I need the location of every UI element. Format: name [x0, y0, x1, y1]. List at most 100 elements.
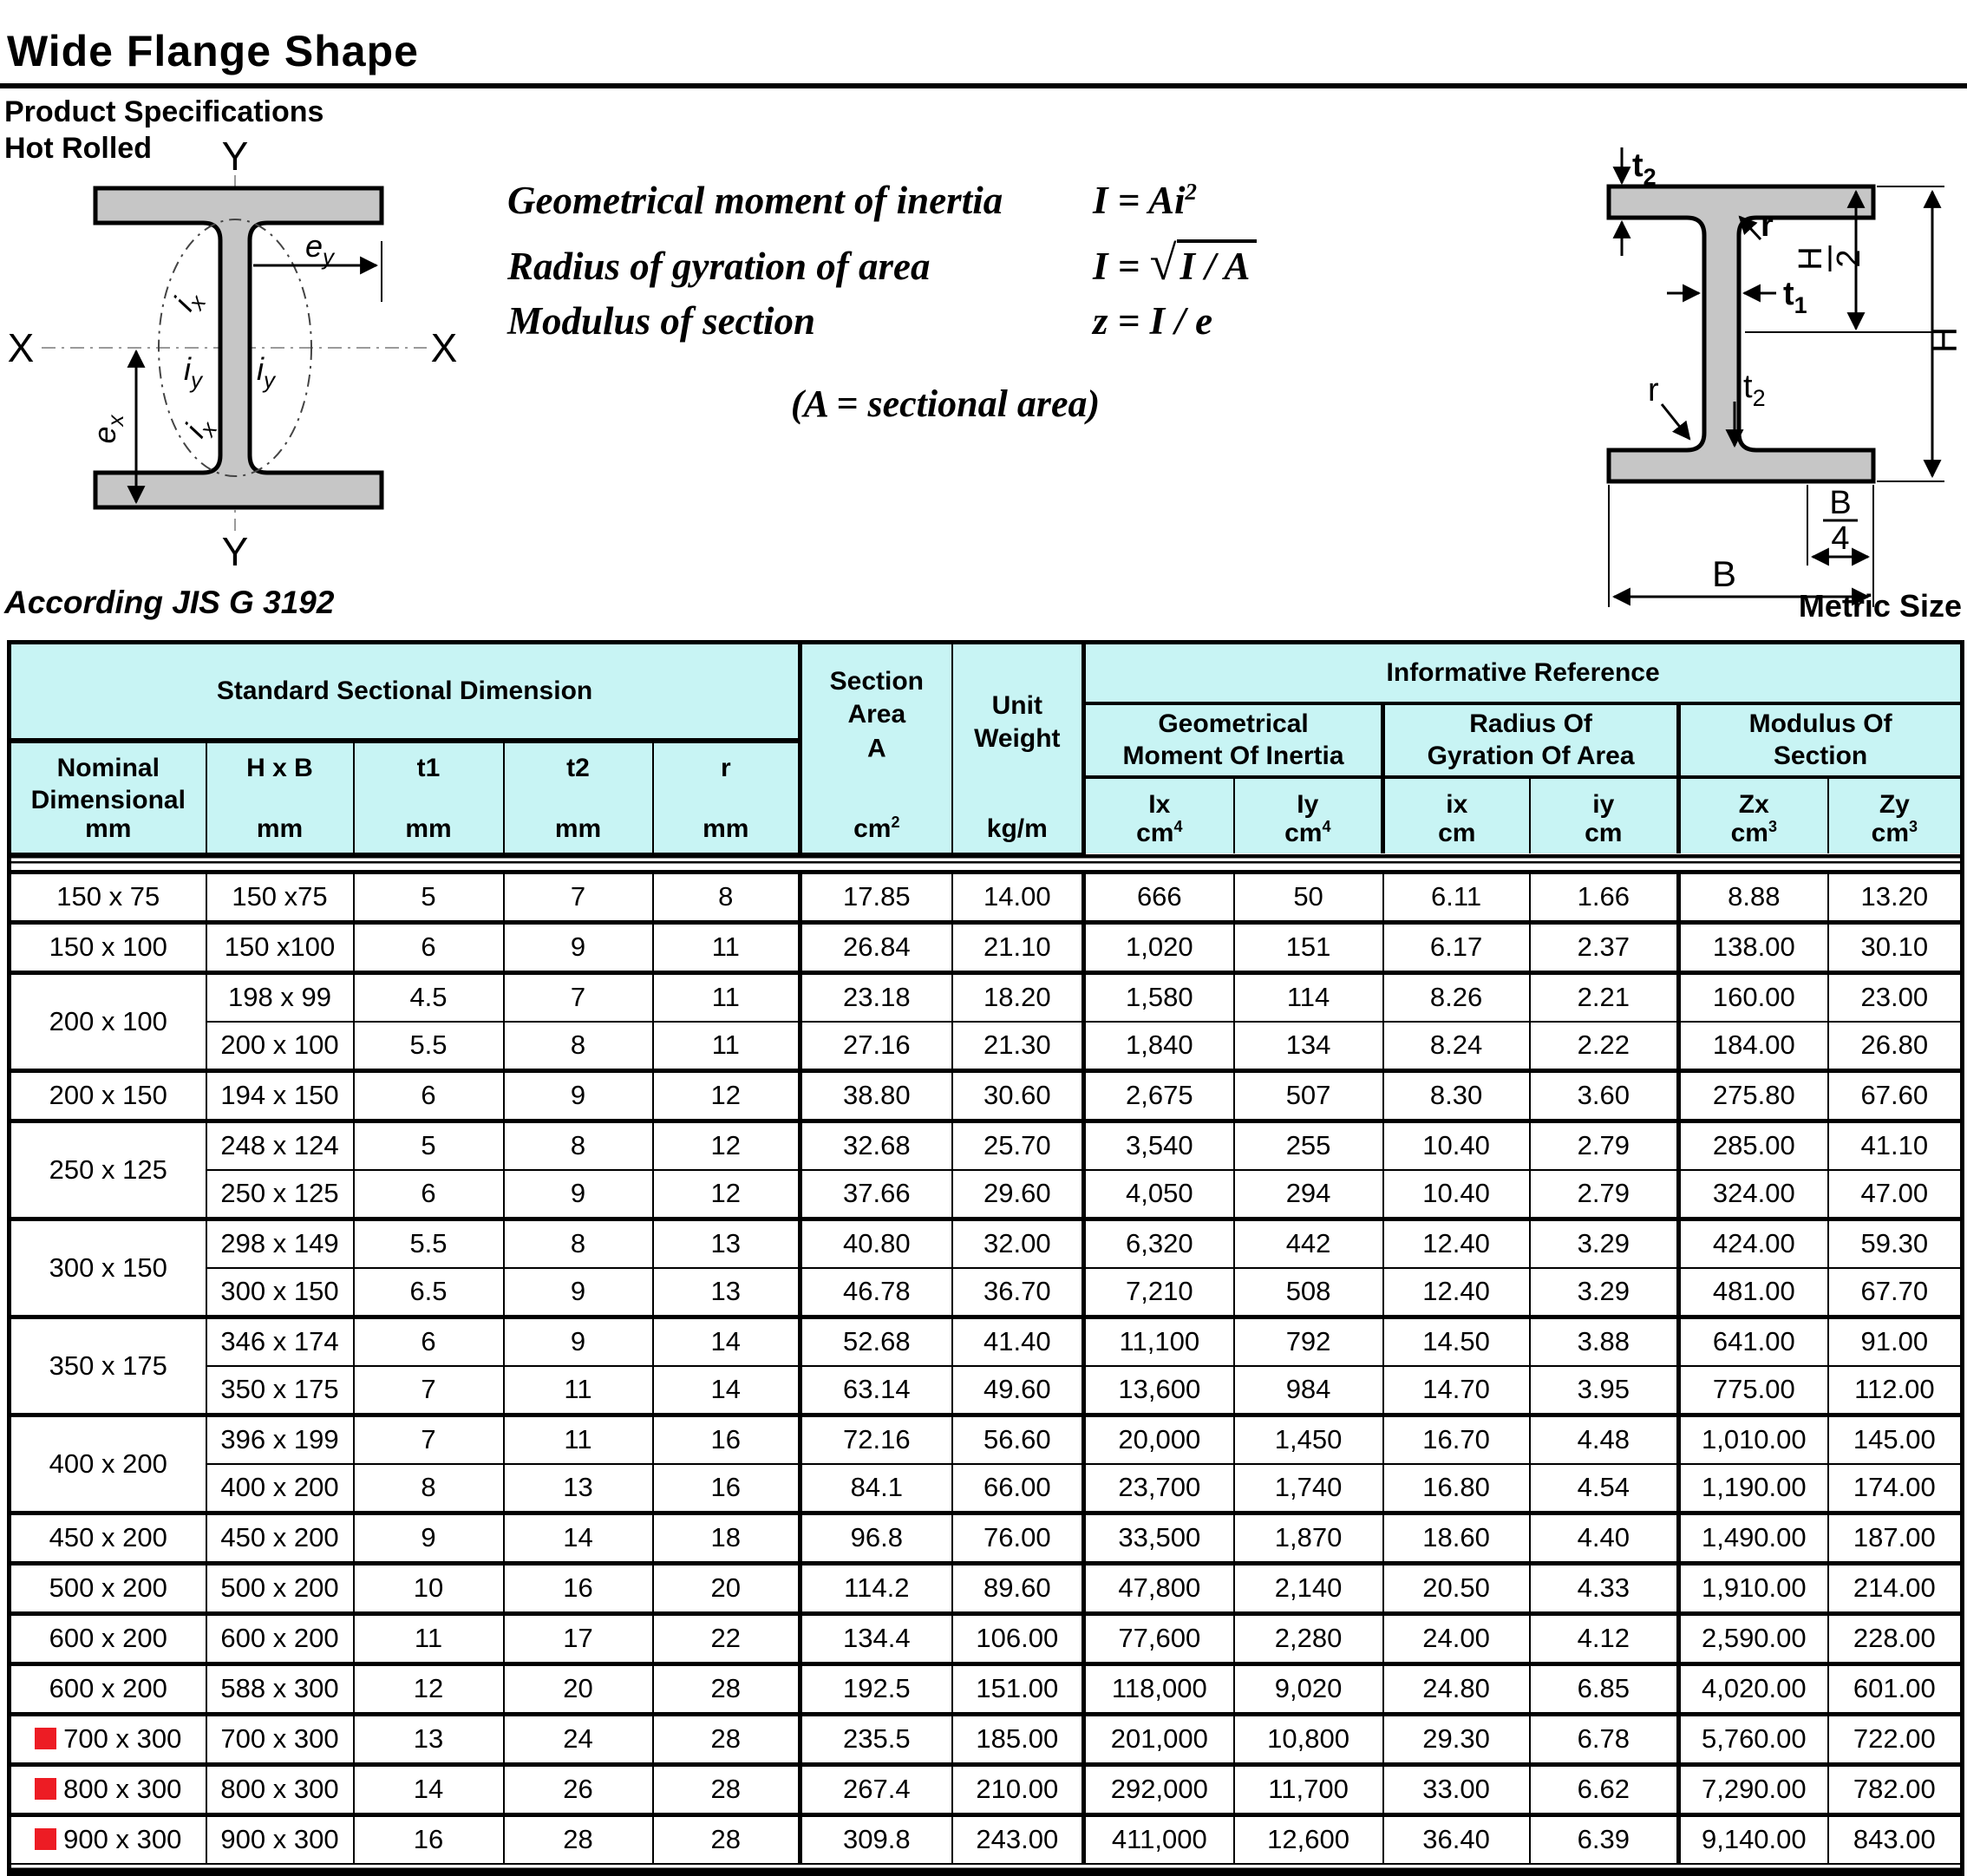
header-hxb: H x B mm	[205, 739, 355, 854]
cell-Zy: 41.10	[1826, 1118, 1964, 1171]
cell-a: 63.14	[798, 1364, 953, 1415]
cell-t1: 14	[352, 1762, 505, 1815]
cell-hxb: 500 x 200	[205, 1560, 355, 1614]
cell-Zy: 30.10	[1826, 919, 1964, 973]
cell-t2: 13	[502, 1462, 654, 1513]
cell-t2: 11	[502, 1364, 654, 1415]
iy-label-right: iy	[257, 351, 277, 393]
cell-a: 114.2	[798, 1560, 953, 1614]
cell-Zx: 1,010.00	[1676, 1412, 1829, 1465]
cell-Zy: 23.00	[1826, 970, 1964, 1023]
cell-w: 106.00	[951, 1611, 1085, 1664]
cell-Zx: 481.00	[1676, 1266, 1829, 1317]
cell-iy: 6.78	[1528, 1711, 1680, 1765]
cell-Ix: 6,320	[1082, 1216, 1235, 1269]
cell-w: 29.60	[951, 1168, 1085, 1219]
cell-Iy: 151	[1232, 919, 1384, 973]
formula-equation: I = √I / A	[1093, 236, 1258, 291]
cell-Zy: 174.00	[1826, 1462, 1964, 1513]
cell-t1: 6	[352, 919, 505, 973]
cell-r: 14	[651, 1314, 801, 1367]
cell-nominal: 700 x 300	[8, 1711, 207, 1765]
red-square-marker	[35, 1728, 57, 1749]
cell-Zx: 8.88	[1676, 869, 1829, 923]
cell-Zx: 4,020.00	[1676, 1661, 1829, 1715]
r-top-label: r	[1761, 207, 1774, 244]
cell-Zy: 145.00	[1826, 1412, 1964, 1465]
cell-ix: 8.26	[1382, 970, 1531, 1023]
cell-a: 235.5	[798, 1711, 953, 1765]
cell-r: 12	[651, 1118, 801, 1171]
cell-Zx: 138.00	[1676, 919, 1829, 973]
cell-Ix: 118,000	[1082, 1661, 1235, 1715]
cell-iy: 1.66	[1528, 869, 1680, 923]
cell-t1: 7	[352, 1412, 505, 1465]
cell-t2: 8	[502, 1118, 654, 1171]
cell-ix: 8.24	[1382, 1020, 1531, 1071]
cell-w: 32.00	[951, 1216, 1085, 1269]
cell-t1: 12	[352, 1661, 505, 1715]
cell-a: 40.80	[798, 1216, 953, 1269]
cell-iy: 6.85	[1528, 1661, 1680, 1715]
cell-Ix: 4,050	[1082, 1168, 1235, 1219]
cell-r: 14	[651, 1364, 801, 1415]
cell-Iy: 442	[1232, 1216, 1384, 1269]
cell-nominal: 900 x 300	[8, 1812, 207, 1865]
cell-w: 66.00	[951, 1462, 1085, 1513]
cell-Zy: 67.70	[1826, 1266, 1964, 1317]
cell-iy: 4.40	[1528, 1510, 1680, 1564]
cell-w: 56.60	[951, 1412, 1085, 1465]
cell-Zx: 184.00	[1676, 1020, 1829, 1071]
cell-t2: 8	[502, 1216, 654, 1269]
cell-Ix: 201,000	[1082, 1711, 1235, 1765]
formula-label: Geometrical moment of inertia	[507, 179, 1003, 222]
cell-Iy: 10,800	[1232, 1711, 1384, 1765]
cell-Iy: 114	[1232, 970, 1384, 1023]
cell-iy: 2.22	[1528, 1020, 1680, 1071]
cell-iy: 2.79	[1528, 1118, 1680, 1171]
header-r: r mm	[651, 739, 801, 854]
cell-t1: 10	[352, 1560, 505, 1614]
cell-t1: 6.5	[352, 1266, 505, 1317]
cell-hxb: 198 x 99	[205, 970, 355, 1023]
cell-r: 12	[651, 1168, 801, 1219]
b4-label-den: 4	[1831, 520, 1849, 557]
cell-hxb: 200 x 100	[205, 1020, 355, 1071]
cell-a: 37.66	[798, 1168, 953, 1219]
cell-Iy: 1,740	[1232, 1462, 1384, 1513]
cell-a: 32.68	[798, 1118, 953, 1171]
cell-Iy: 9,020	[1232, 1661, 1384, 1715]
cell-hxb: 396 x 199	[205, 1412, 355, 1465]
cell-Zx: 5,760.00	[1676, 1711, 1829, 1765]
cell-Zy: 13.20	[1826, 869, 1964, 923]
cell-t2: 16	[502, 1560, 654, 1614]
cell-nominal: 200 x 100	[8, 970, 207, 1071]
cell-w: 30.60	[951, 1068, 1085, 1121]
cell-Zx: 285.00	[1676, 1118, 1829, 1171]
cell-t1: 6	[352, 1168, 505, 1219]
cell-t1: 5	[352, 869, 505, 923]
cell-r: 20	[651, 1560, 801, 1614]
cell-a: 267.4	[798, 1762, 953, 1815]
subtitle-hot-rolled: Hot Rolled	[4, 132, 152, 165]
cell-r: 11	[651, 1020, 801, 1071]
cell-Iy: 1,450	[1232, 1412, 1384, 1465]
cell-w: 76.00	[951, 1510, 1085, 1564]
x-axis-label-right: X	[431, 325, 458, 370]
header-t2: t2 mm	[502, 739, 654, 854]
cell-ix: 29.30	[1382, 1711, 1531, 1765]
cell-ix: 12.40	[1382, 1216, 1531, 1269]
cell-t2: 7	[502, 970, 654, 1023]
